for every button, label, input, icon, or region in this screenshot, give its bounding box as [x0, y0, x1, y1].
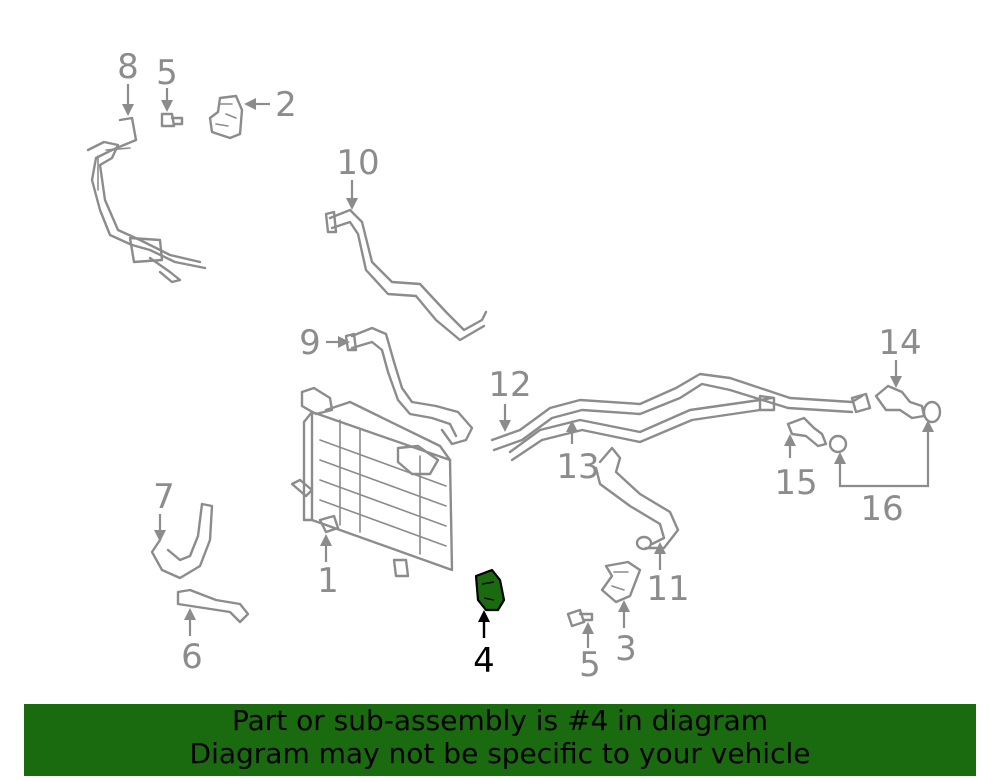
banner-line-1: Part or sub-assembly is #4 in diagram: [231, 704, 769, 737]
part-5-bolt-bottom[interactable]: [566, 608, 594, 628]
callout-3: 3: [615, 629, 637, 669]
part-7-hose[interactable]: [150, 502, 214, 580]
callout-14: 14: [878, 323, 921, 363]
callout-12: 12: [488, 365, 531, 405]
part-9-hose[interactable]: [344, 326, 474, 446]
callout-1: 1: [317, 561, 339, 601]
callout-6: 6: [181, 637, 203, 677]
callout-16: 16: [860, 489, 903, 529]
callout-8: 8: [117, 47, 139, 87]
part-3-bracket[interactable]: [600, 560, 642, 604]
leader-arrows: [122, 84, 934, 648]
info-banner: Part or sub-assembly is #4 in diagram Di…: [24, 704, 976, 776]
parts-diagram: 8 5 2 10 9 12 14 13 15 16 7 1 11 6 3 5 4: [86, 47, 942, 685]
part-5-bolt-top[interactable]: [160, 112, 184, 128]
part-4-highlighted-bracket[interactable]: [474, 568, 506, 612]
part-11-hose[interactable]: [594, 446, 680, 551]
callout-13: 13: [556, 447, 599, 487]
callout-9: 9: [299, 323, 321, 363]
callout-10: 10: [336, 143, 379, 183]
part-8-pipe[interactable]: [86, 116, 207, 284]
part-2-bracket[interactable]: [208, 94, 244, 140]
callout-7: 7: [153, 477, 175, 517]
part-1-oil-cooler[interactable]: [290, 386, 454, 578]
callout-15: 15: [774, 463, 817, 503]
callout-5-bottom: 5: [579, 645, 601, 685]
callout-11: 11: [646, 569, 689, 609]
banner-line-2: Diagram may not be specific to your vehi…: [189, 737, 811, 770]
callout-4-highlighted: 4: [473, 641, 495, 681]
part-6-hose[interactable]: [176, 588, 250, 624]
callout-5-top: 5: [156, 53, 178, 93]
callout-2: 2: [275, 85, 297, 125]
part-10-hose[interactable]: [324, 208, 488, 342]
part-12-13-pipes[interactable]: [490, 372, 872, 462]
part-15-connector[interactable]: [786, 416, 848, 454]
part-14-fitting[interactable]: [874, 384, 942, 424]
